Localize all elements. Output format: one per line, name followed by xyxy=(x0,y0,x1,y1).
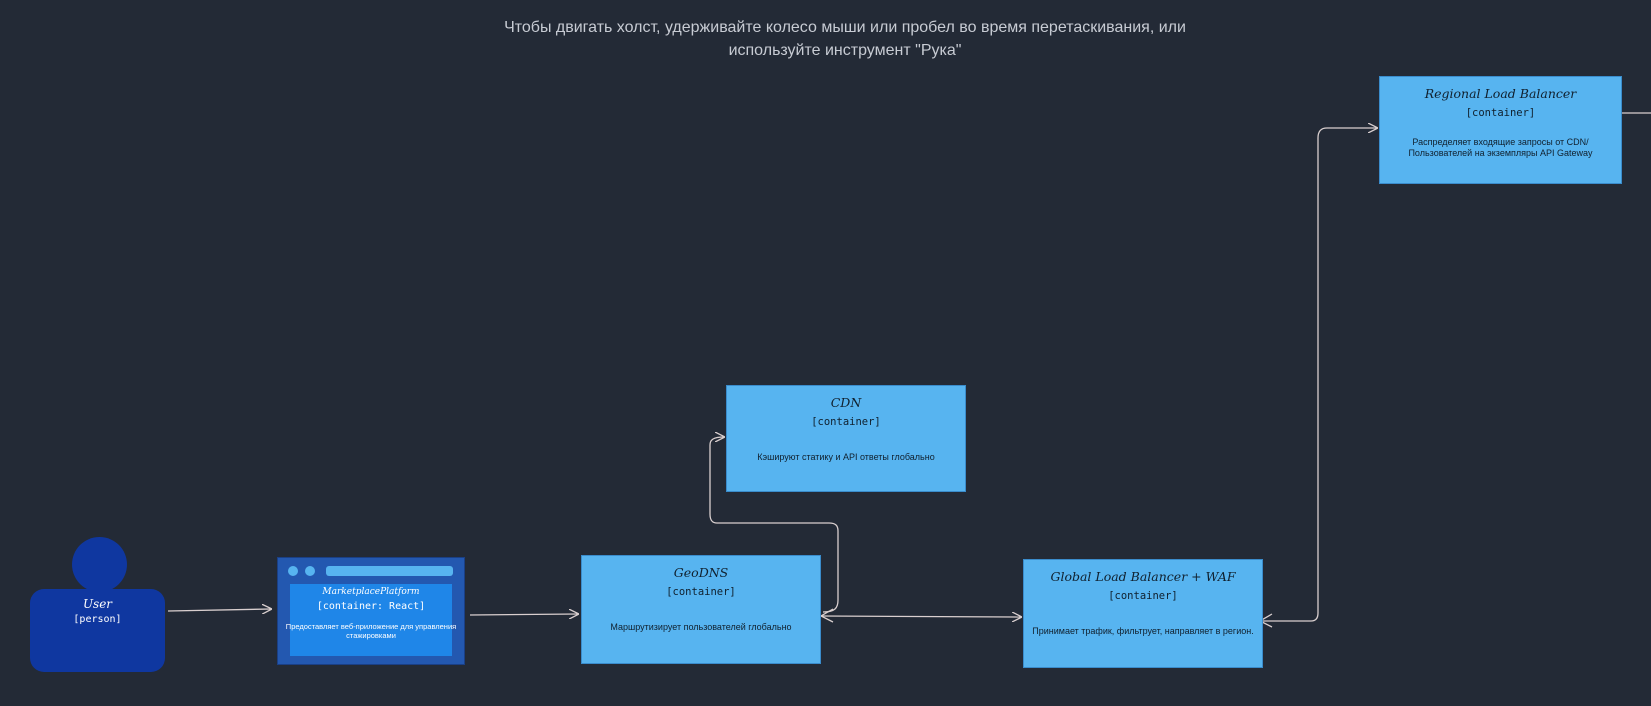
edge-glb-rlb[interactable] xyxy=(1262,128,1377,622)
marketplace-webapp-node[interactable]: MarketplacePlatform [container: React] П… xyxy=(277,557,465,665)
geodns-desc: Маршрутизирует пользователей глобально xyxy=(610,622,792,632)
cdn-tech: [container] xyxy=(811,416,881,428)
edge-geodns-glb[interactable] xyxy=(820,616,1021,617)
canvas-navigation-hint: Чтобы двигать холст, удерживайте колесо … xyxy=(475,16,1215,62)
geodns-title: GeoDNS xyxy=(673,565,729,580)
user-person-head[interactable] xyxy=(72,537,127,592)
hint-line-1: Чтобы двигать холст, удерживайте колесо … xyxy=(504,19,1186,36)
glb-tech: [container] xyxy=(1108,590,1178,602)
user-person-node[interactable]: User [person] xyxy=(30,589,165,672)
marketplace-desc: Предоставляет веб-приложение для управле… xyxy=(285,622,457,640)
rlb-desc: Распределяет входящие запросы от CDN/Пол… xyxy=(1408,137,1593,158)
cdn-title: CDN xyxy=(830,395,862,410)
marketplace-title: MarketplacePlatform xyxy=(322,587,420,597)
address-bar-shape xyxy=(326,566,453,576)
hint-line-2: используйте инструмент "Рука" xyxy=(728,42,962,59)
geodns-tech: [container] xyxy=(666,586,736,598)
user-tech: [person] xyxy=(73,614,122,625)
arrowhead-geodns-left xyxy=(819,608,834,623)
cdn-desc: Кэшируют статику и API ответы глобально xyxy=(757,452,935,462)
edge-marketplace-to-geodns[interactable] xyxy=(469,614,578,615)
marketplace-tech: [container: React] xyxy=(316,601,426,612)
edge-geodns-to-cdn[interactable] xyxy=(709,437,839,613)
window-dot-icon xyxy=(305,566,315,576)
glb-desc: Принимает трафик, фильтрует, направляет … xyxy=(1032,626,1254,636)
geodns-node[interactable]: GeoDNS [container] Маршрутизирует пользо… xyxy=(581,555,821,664)
glb-title: Global Load Balancer + WAF xyxy=(1050,569,1236,584)
rlb-tech: [container] xyxy=(1465,107,1536,119)
regional-load-balancer-node[interactable]: Regional Load Balancer [container] Распр… xyxy=(1379,76,1622,184)
edge-user-to-marketplace[interactable] xyxy=(167,609,271,611)
webapp-screen: MarketplacePlatform [container: React] П… xyxy=(286,584,456,656)
cdn-node[interactable]: CDN [container] Кэшируют статику и API о… xyxy=(726,385,966,492)
rlb-title: Regional Load Balancer xyxy=(1424,86,1577,101)
user-title: User xyxy=(82,597,113,611)
global-load-balancer-node[interactable]: Global Load Balancer + WAF [container] П… xyxy=(1023,559,1263,668)
window-dot-icon xyxy=(288,566,298,576)
